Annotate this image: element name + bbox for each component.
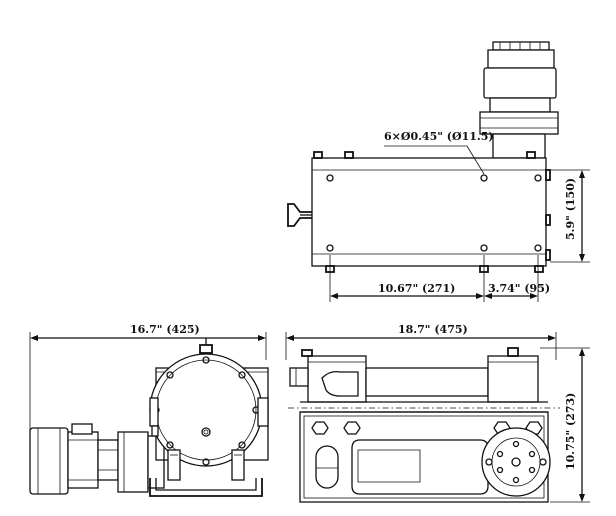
side-base (149, 449, 263, 497)
top-height-dim: 5.9" (150) (550, 169, 590, 263)
hole-leader (466, 145, 485, 175)
top-motor (479, 41, 559, 159)
side-motor (29, 423, 165, 495)
side-width-label: 16.7" (425) (130, 323, 200, 336)
front-width-label: 18.7" (475) (398, 323, 468, 336)
front-width-dim: 18.7" (475) (285, 323, 557, 360)
front-view: 18.7" (475) 10.75" (273) (285, 323, 590, 503)
top-length-dims: 10.67" (271) 3.74" (95) (329, 255, 550, 302)
top-height-label: 5.9" (150) (564, 178, 577, 240)
side-housing (149, 338, 269, 467)
front-base (299, 411, 551, 503)
top-body (287, 151, 551, 273)
top-length-a-label: 10.67" (271) (378, 282, 455, 295)
top-length-b-label: 3.74" (95) (488, 282, 550, 295)
top-view: 6×Ø0.45" (Ø11.5) 5.9" (150) 10.67" (271)… (287, 41, 590, 302)
side-width-dim: 16.7" (425) (29, 323, 267, 430)
front-upper (288, 347, 560, 413)
front-height-dim: 10.75" (273) (540, 347, 590, 503)
side-view: 16.7" (425) (29, 323, 269, 497)
front-height-label: 10.75" (273) (564, 393, 577, 470)
holes-label: 6×Ø0.45" (Ø11.5) (384, 130, 494, 143)
